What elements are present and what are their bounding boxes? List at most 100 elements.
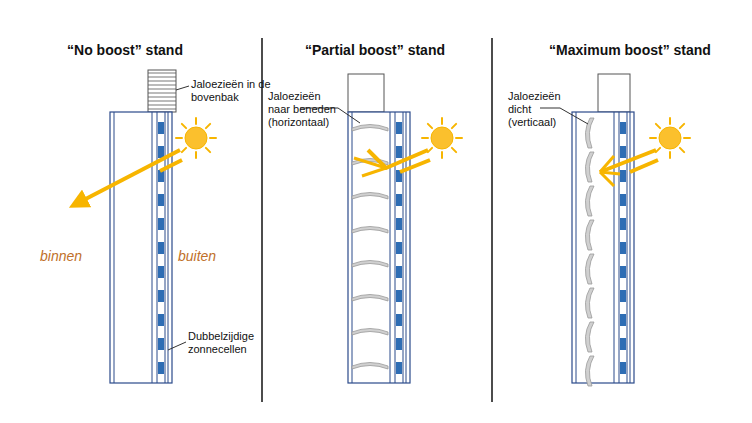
leader-line [168, 342, 186, 350]
solar-cell [396, 362, 402, 374]
sun-ray-short [680, 148, 684, 152]
solar-cell [396, 122, 402, 134]
blind-slat [585, 254, 594, 284]
blind-slat [585, 152, 594, 182]
sun-ray [600, 156, 614, 172]
glass-pane [165, 112, 166, 383]
window-frame [110, 112, 172, 383]
sun-ray-short [182, 148, 186, 152]
glass-pane [614, 112, 615, 383]
panel-heading: “Maximum boost” stand [515, 42, 745, 59]
sun [659, 127, 681, 149]
blind-slat [352, 193, 388, 200]
solar-cell [620, 314, 626, 326]
side-label: binnen [40, 248, 100, 265]
sun-ray [600, 150, 656, 172]
solar-cell [396, 218, 402, 230]
sun-ray-short [452, 148, 456, 152]
sun-ray-short [669, 118, 671, 124]
glass-pane [352, 112, 353, 383]
sun-ray-short [176, 137, 182, 139]
solar-cell [158, 146, 164, 158]
solar-cell [158, 314, 164, 326]
glass-pane [114, 112, 115, 383]
part-label: Jaloezieën dicht (verticaal) [508, 90, 568, 130]
top-box [598, 74, 630, 112]
top-box [348, 74, 384, 112]
glass-pane [395, 112, 396, 383]
solar-cell [396, 338, 402, 350]
sun [185, 127, 207, 149]
top-box [148, 70, 176, 112]
solar-cell [620, 218, 626, 230]
solar-cell [620, 146, 626, 158]
blind-slat [585, 356, 594, 386]
sun-ray-short [206, 124, 210, 128]
sun-ray-short [656, 124, 660, 128]
sun-ray-short [428, 148, 432, 152]
divider [491, 38, 493, 402]
sun-ray [76, 150, 180, 204]
sun-ray-short [669, 152, 671, 158]
window-frame [572, 112, 634, 383]
sun-ray-short [441, 152, 443, 158]
glass-pane [627, 112, 628, 383]
sun-ray-short [650, 137, 656, 139]
glass-pane [152, 112, 153, 383]
sun-ray-short [441, 118, 443, 124]
solar-cell [396, 194, 402, 206]
solar-cell [158, 122, 164, 134]
glass-pane [630, 112, 631, 383]
glass-pane [576, 112, 577, 383]
side-label: buiten [178, 248, 238, 265]
sun-ray-short [195, 118, 197, 124]
part-label: Jaloezieën naar beneden (horizontaal) [268, 90, 342, 130]
part-label: Dubbelzijdige zonnecellen [188, 330, 258, 356]
solar-cell [158, 338, 164, 350]
sun-ray-short [428, 124, 432, 128]
blind-slat [585, 186, 594, 216]
blind-slat [352, 125, 388, 132]
blind-slat [352, 261, 388, 268]
solar-cell [158, 266, 164, 278]
solar-cell [620, 242, 626, 254]
glass-pane [168, 112, 169, 383]
panel-heading: “Partial boost” stand [265, 42, 485, 59]
blind-slat [352, 363, 388, 370]
solar-cell [158, 290, 164, 302]
solar-cell [396, 242, 402, 254]
window-frame [348, 112, 410, 383]
panel-heading: “No boost” stand [15, 42, 235, 59]
sun-ray-short [422, 137, 428, 139]
sun-ray-short [656, 148, 660, 152]
solar-cell [158, 362, 164, 374]
blind-slat [585, 118, 594, 148]
sun-ray-short [182, 124, 186, 128]
solar-cell [620, 362, 626, 374]
blind-slat [352, 227, 388, 234]
solar-cell [396, 266, 402, 278]
glass-pane [619, 112, 620, 383]
blind-slat [585, 288, 594, 318]
sun-ray [400, 160, 430, 172]
divider [261, 38, 263, 402]
glass-pane [403, 112, 404, 383]
sun-ray [362, 168, 386, 176]
blind-slat [352, 295, 388, 302]
solar-cell [620, 290, 626, 302]
blind-slat [585, 220, 594, 250]
blind-slat [585, 322, 594, 352]
sun-ray-short [195, 152, 197, 158]
leader-line [176, 86, 189, 90]
sun-ray [354, 158, 386, 168]
solar-cell [396, 146, 402, 158]
solar-cell [620, 122, 626, 134]
sun-ray-short [684, 137, 690, 139]
solar-cell [158, 242, 164, 254]
sun-ray-short [456, 137, 462, 139]
solar-cell [396, 314, 402, 326]
glass-pane [157, 112, 158, 383]
sun-ray [160, 160, 182, 171]
